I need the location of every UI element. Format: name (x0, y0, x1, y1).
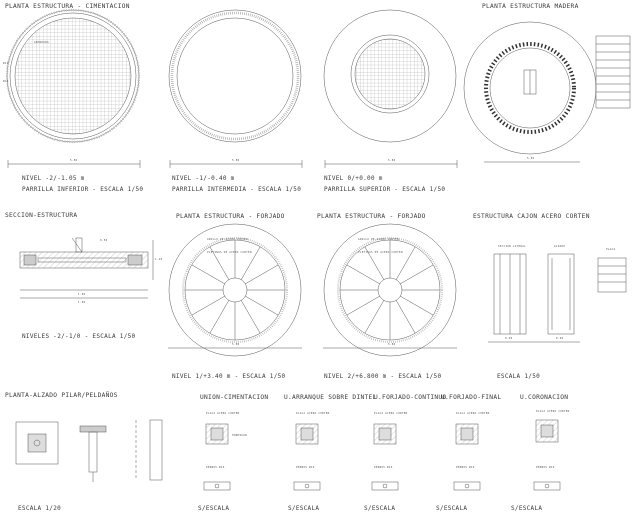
title-forjado-2: PLANTA ESTRUCTURA - FORJADO (317, 213, 426, 220)
caption-s-escala-4: S/ESCALA (436, 505, 468, 512)
title-forjado-continuo: U.FORJADO-CONTINUO (374, 394, 447, 401)
dim-plan-3: 5.80 (388, 159, 396, 162)
label-pernos-coronacion: PERNOS Ø16 (536, 466, 555, 469)
label-o12: Ø12 (3, 80, 9, 83)
detalle-forjado-continuo (371, 423, 399, 491)
label-placa: PLACA (606, 248, 616, 251)
dim-cajon-2: 0.90 (556, 337, 564, 340)
seccion-estructura (19, 237, 154, 299)
caption-parrilla-3: PARRILLA SUPERIOR - ESCALA 1/50 (324, 186, 446, 193)
caption-escala-cajon: ESCALA 1/50 (497, 373, 541, 380)
detalle-coronacion (533, 419, 561, 491)
title-forjado-final: U.FORJADO-FINAL (441, 394, 502, 401)
caption-parrilla-2: PARRILLA INTERMEDIA - ESCALA 1/50 (172, 186, 302, 193)
title-cimentacion: PLANTA ESTRUCTURA - CIMENTACION (5, 3, 130, 10)
plan-forjado-nivel-1 (168, 223, 302, 357)
dim-seccion-2: 1.80 (78, 301, 86, 304)
plan-forjado-nivel-2 (323, 223, 457, 357)
label-hormigon: HORMIGON (232, 434, 247, 437)
dim-forjado-2: 5.80 (388, 343, 396, 346)
dim-plan-1: 5.80 (70, 159, 78, 162)
label-placa-coronacion: PLACA ACERO CORTEN (536, 410, 570, 413)
caption-nivel-1: NIVEL -2/-1.05 m (22, 175, 85, 182)
label-pernos-final: PERNOS Ø16 (456, 466, 475, 469)
plan-parrilla-superior (323, 9, 458, 168)
cajon-acero-corten (488, 253, 627, 343)
label-pletinas-2: PLETINAS DE ACERO CORTEN (358, 251, 403, 254)
title-pilar: PLANTA-ALZADO PILAR/PELDAÑOS (5, 392, 118, 399)
label-seccion-lateral: SECCION LATERAL (498, 245, 526, 248)
label-armadura: ARMADURA (34, 41, 49, 44)
detalle-forjado-final (453, 423, 481, 491)
title-madera: PLANTA ESTRUCTURA MADERA (482, 3, 579, 10)
label-alzado: ALZADO (554, 245, 566, 248)
dim-seccion-1: 1.80 (78, 293, 86, 296)
title-seccion: SECCION-ESTRUCTURA (5, 212, 78, 219)
caption-parrilla-1: PARRILLA INFERIOR - ESCALA 1/50 (22, 186, 144, 193)
label-pletinas-1: PLETINAS DE ACERO CORTEN (207, 251, 252, 254)
dim-cajon-1: 0.90 (505, 337, 513, 340)
title-union: UNION-CIMENTACION (200, 394, 269, 401)
caption-escala-pilar: ESCALA 1/20 (18, 505, 62, 512)
caption-nivel-forjado-2: NIVEL 2/+6.800 m - ESCALA 1/50 (324, 373, 442, 380)
label-placa-continuo: PLACA ACERO CORTEN (374, 412, 408, 415)
caption-nivel-forjado-1: NIVEL 1/+3.40 m - ESCALA 1/50 (172, 373, 286, 380)
dim-seccion-3: 0.50 (100, 239, 108, 242)
label-placa-final: PLACA ACERO CORTEN (456, 412, 490, 415)
title-forjado-1: PLANTA ESTRUCTURA - FORJADO (176, 213, 285, 220)
caption-niveles-seccion: NIVELES -2/-1/0 - ESCALA 1/50 (22, 333, 136, 340)
caption-s-escala-5: S/ESCALA (511, 505, 543, 512)
detalle-union-cimentacion (203, 423, 231, 491)
dim-seccion-4: 1.20 (155, 258, 163, 261)
plan-parrilla-intermedia (168, 9, 303, 168)
detalle-arranque-dintel (293, 423, 321, 491)
label-placa-union: PLACA ACERO CORTEN (206, 412, 240, 415)
label-pernos-union: PERNOS Ø16 (206, 466, 225, 469)
label-pernos-continuo: PERNOS Ø16 (374, 466, 393, 469)
dim-forjado-1: 5.80 (232, 343, 240, 346)
caption-s-escala-1: S/ESCALA (198, 505, 230, 512)
caption-s-escala-3: S/ESCALA (364, 505, 396, 512)
title-arranque: U.ARRANQUE SOBRE DINTEL (284, 394, 377, 401)
label-pernos-arranque: PERNOS Ø16 (296, 466, 315, 469)
label-anillo-1: ANILLO DE ACERO CORTEN (207, 238, 248, 241)
label-anillo-2: ANILLO DE ACERO CORTEN (358, 238, 399, 241)
caption-nivel-2: NIVEL -1/-0.40 m (172, 175, 235, 182)
title-cajon: ESTRUCTURA CAJON ACERO CORTEN (473, 213, 590, 220)
plan-parrilla-inferior (5, 8, 141, 168)
plan-estructura-madera (463, 21, 631, 163)
caption-s-escala-2: S/ESCALA (288, 505, 320, 512)
dim-plan-2: 5.80 (232, 159, 240, 162)
dim-plan-4: 5.80 (527, 157, 535, 160)
title-coronacion: U.CORONACION (520, 394, 569, 401)
label-placa-arranque: PLACA ACERO CORTEN (296, 412, 330, 415)
pilar-peldanos (15, 419, 163, 482)
caption-nivel-3: NIVEL 0/+0.00 m (324, 175, 383, 182)
label-o16: Ø16 (3, 62, 9, 65)
